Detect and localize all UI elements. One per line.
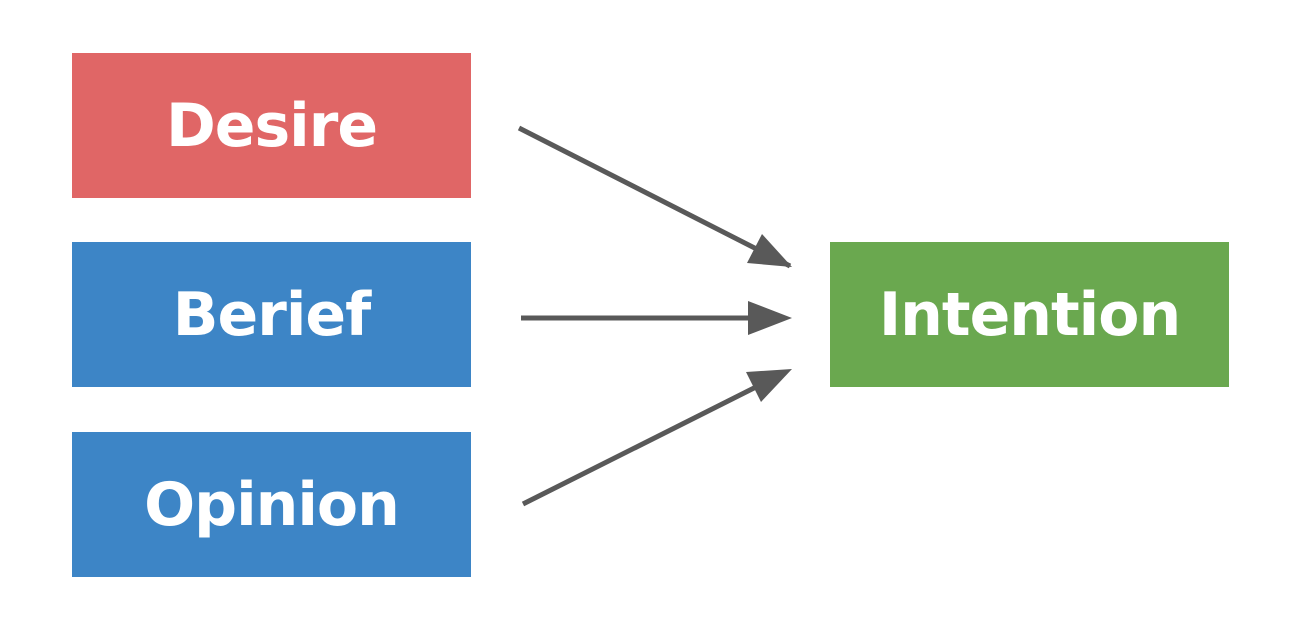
opinion-node: Opinion [72,432,471,577]
intention-label: Intention [878,279,1181,350]
opinion-label: Opinion [144,469,400,540]
arrowhead-belief [748,301,792,335]
arrowhead-opinion [746,369,792,402]
belief-node: Berief [72,242,471,387]
desire-label: Desire [165,90,378,161]
intention-node: Intention [830,242,1229,387]
arrow-opinion-to-intention [521,381,764,507]
arrowhead-desire [747,234,792,267]
arrow-desire-to-intention [517,125,792,269]
belief-label: Berief [172,279,371,350]
desire-node: Desire [72,53,471,198]
